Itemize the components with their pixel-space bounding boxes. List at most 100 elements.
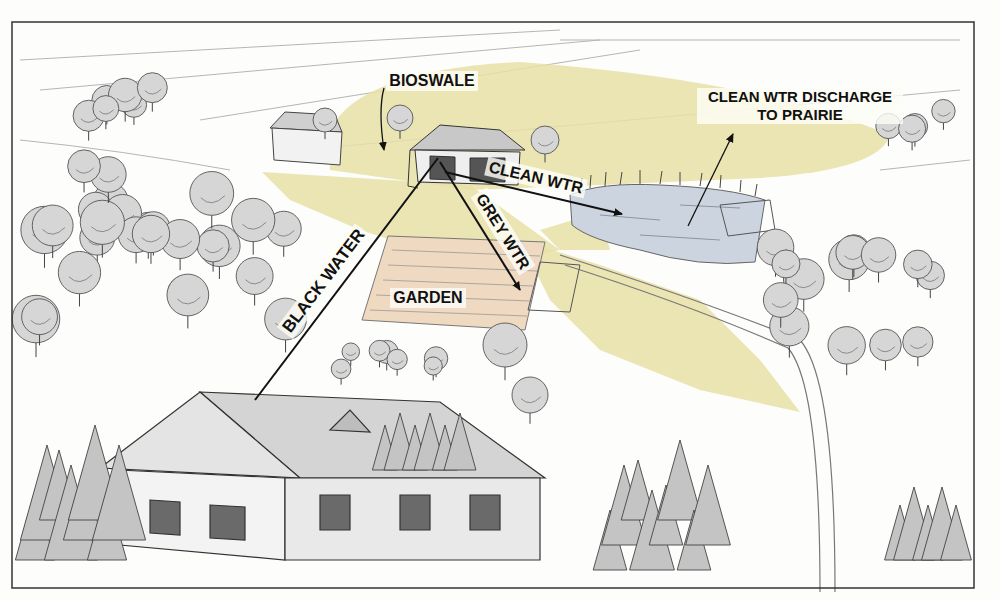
tree-trunk	[852, 269, 853, 279]
tree-trunk	[912, 142, 913, 150]
tree-trunk	[39, 335, 40, 346]
tree-crown	[236, 258, 273, 295]
tree-shading	[779, 265, 794, 270]
ripple	[680, 205, 740, 208]
tree-trunk	[36, 343, 37, 357]
tree-shading	[177, 297, 200, 304]
flow-arrows	[255, 158, 622, 400]
tree-trunk	[386, 363, 387, 370]
tree	[190, 171, 234, 228]
tree-shading	[772, 302, 791, 308]
conifer	[941, 505, 972, 560]
tree-shading	[205, 248, 223, 253]
road-edge	[560, 255, 835, 592]
reeds	[580, 170, 757, 196]
tree-trunk	[325, 132, 326, 139]
tree-crown	[424, 357, 442, 375]
reed-strokes	[580, 170, 757, 196]
garden-beds	[528, 262, 580, 312]
tree-crown	[512, 377, 548, 413]
field-line	[20, 30, 560, 60]
tree-shading	[31, 319, 51, 325]
tree-trunk	[52, 246, 53, 258]
tree-trunk	[211, 215, 212, 228]
house-front-wall	[118, 470, 285, 560]
tree-crown	[828, 327, 865, 364]
tree	[167, 274, 209, 328]
tree-crown	[903, 327, 933, 357]
tree-crown	[387, 105, 413, 131]
tree-shading	[394, 119, 408, 123]
tree-shading	[99, 176, 119, 182]
tree-trunk	[219, 267, 220, 279]
tree-crown	[763, 283, 798, 318]
tree-trunk	[108, 192, 109, 203]
tree	[197, 230, 229, 272]
tree-shading	[392, 360, 403, 363]
tree-shading	[242, 222, 266, 229]
tree-trunk	[136, 253, 137, 264]
tree-crown	[772, 250, 800, 278]
tree	[904, 250, 933, 287]
tree	[80, 200, 124, 257]
tree-trunk	[379, 361, 380, 367]
tree	[93, 96, 119, 130]
tree	[932, 99, 955, 129]
tree-shading	[69, 275, 92, 282]
tree-shading	[923, 277, 939, 282]
road-edge	[565, 265, 820, 592]
tree-trunk	[213, 262, 214, 272]
tree-trunk	[105, 121, 106, 129]
ripple	[600, 215, 660, 220]
tree-crown	[132, 215, 169, 252]
tree-crown	[32, 205, 73, 246]
tree-shading	[837, 347, 858, 353]
tree-shading	[145, 89, 161, 94]
tree-crown	[197, 230, 229, 262]
tree-trunk	[350, 360, 351, 365]
tree-trunk	[846, 364, 847, 375]
boardwalk	[720, 200, 775, 236]
house-gable-roof	[100, 392, 300, 478]
tree	[12, 295, 60, 357]
tree-trunk	[84, 183, 85, 193]
tree-trunk	[253, 242, 254, 255]
discharge-label: CLEAN WTR DISCHARGE TO PRAIRIE	[697, 88, 903, 124]
tree-crown	[137, 73, 167, 103]
tree-shading	[794, 281, 816, 288]
tree-shading	[99, 110, 113, 114]
tree-crown	[80, 200, 124, 244]
garden-label: GARDEN	[390, 288, 465, 307]
tree-crown	[870, 329, 902, 361]
tree	[32, 205, 73, 258]
barn-wall	[272, 128, 342, 165]
tree-trunk	[180, 259, 181, 271]
tree	[903, 327, 933, 366]
building-roof	[410, 125, 525, 150]
tree-crown	[58, 251, 100, 293]
tree	[424, 357, 442, 381]
black-water-line	[255, 158, 438, 400]
conifer	[92, 445, 145, 540]
tree-trunk	[803, 299, 804, 311]
building-deck	[408, 150, 418, 188]
tree-shading	[870, 257, 889, 263]
tree-trunk	[341, 379, 342, 385]
tree-crown	[387, 349, 407, 369]
tree-shading	[910, 343, 927, 348]
tree	[331, 359, 351, 384]
tree-trunk	[943, 123, 944, 130]
tree-shading	[878, 347, 895, 352]
tree-trunk	[789, 346, 790, 358]
tree-trunk	[397, 370, 398, 376]
tree-shading	[245, 278, 265, 284]
tree-shading	[521, 397, 541, 403]
tree-trunk	[285, 340, 286, 353]
tree	[828, 327, 865, 376]
house	[100, 392, 545, 560]
tree	[137, 73, 167, 112]
bioswale-label: BIOSWALE	[386, 71, 477, 90]
bioswale-leader	[381, 88, 384, 150]
tree-shading	[142, 236, 163, 242]
prairie-zone	[330, 62, 890, 190]
